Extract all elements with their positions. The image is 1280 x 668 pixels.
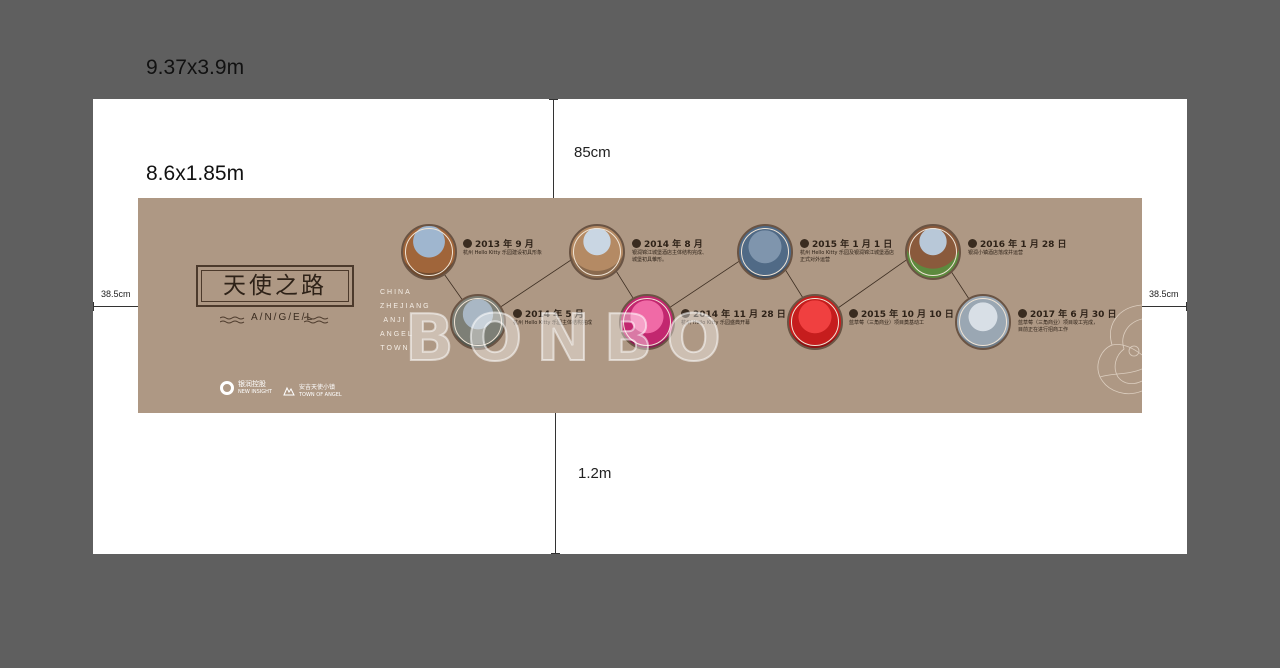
banner-size-label: 8.6x1.85m: [146, 162, 245, 185]
event-date: 2014 年 11 月 28 日: [681, 307, 786, 320]
event-photo-2014-05: [450, 294, 506, 350]
event-description: 杭州 Hello Kitty 乐园建设初具形象: [463, 250, 542, 256]
wave-ornament-left: [220, 316, 245, 324]
event-bullet-icon: [1018, 309, 1027, 318]
event-bullet-icon: [463, 239, 472, 248]
angel-town-logo-name: 安吉天使小镇: [299, 384, 336, 391]
photo-ring: [573, 228, 621, 276]
title-frame: 天使之路: [196, 265, 354, 307]
event-description: 杭州 Hello Kitty 乐园主体结构完成: [513, 320, 592, 326]
event-photo-2014-11-28: [619, 294, 675, 350]
event-bullet-icon: [800, 239, 809, 248]
bottom-dimension-line: [555, 413, 556, 554]
event-bullet-icon: [681, 309, 690, 318]
angel-town-logo-en: TOWN OF ANGEL: [299, 392, 342, 398]
photo-ring: [405, 228, 453, 276]
vertical-text-line: TOWN: [380, 345, 410, 352]
right-dimension-tick: [1186, 302, 1187, 311]
watermark: BONBO: [404, 301, 735, 377]
event-description: 蓝草莓（三角商业）项目竣工完成，: [1018, 320, 1099, 326]
event-date: 2014 年 5 月: [513, 307, 584, 320]
photo-ring: [454, 298, 502, 346]
event-bullet-icon: [849, 309, 858, 318]
event-description: 蓝草莓（三角商业）项目奠基动工: [849, 320, 925, 326]
photo-ring: [791, 298, 839, 346]
top-gap-label: 85cm: [574, 144, 611, 161]
event-photo-2015-10-10: [787, 294, 843, 350]
timeline-banner: 天使之路 A/N/G/E/L 银润控股 NEW INSIGHT 安吉天使小镇 T…: [138, 198, 1142, 413]
right-dimension-line: [1142, 306, 1187, 307]
event-photo-2016-01-28: [905, 224, 961, 280]
left-gap-label: 38.5cm: [101, 289, 131, 299]
event-date: 2017 年 6 月 30 日: [1018, 307, 1117, 320]
event-description: 杭州 Hello Kitty 乐园盛典开幕: [681, 320, 750, 326]
new-insight-logo: 银润控股 NEW INSIGHT: [220, 380, 272, 396]
bottom-gap-label: 1.2m: [578, 465, 612, 482]
photo-ring: [741, 228, 789, 276]
event-photo-2014-08: [569, 224, 625, 280]
event-description: 目前正在进行招商工作: [1018, 327, 1069, 333]
new-insight-logo-icon: [220, 381, 234, 395]
vertical-text-line: CHINA: [380, 289, 412, 296]
event-photo-2017-06-30: [955, 294, 1011, 350]
event-date: 2015 年 1 月 1 日: [800, 237, 892, 250]
angel-town-logo: 安吉天使小镇 TOWN OF ANGEL: [283, 384, 342, 398]
event-photo-2013-09: [401, 224, 457, 280]
flower-ornament-icon: [1097, 304, 1142, 394]
bottom-dimension-tick: [551, 553, 560, 554]
event-photo-2015-01-01: [737, 224, 793, 280]
banner-subtitle: A/N/G/E/L: [251, 312, 315, 323]
event-date: 2016 年 1 月 28 日: [968, 237, 1067, 250]
event-date: 2015 年 10 月 10 日: [849, 307, 954, 320]
photo-ring: [623, 298, 671, 346]
right-gap-label: 38.5cm: [1149, 289, 1179, 299]
top-dimension-line: [553, 99, 554, 198]
vertical-text-line: ANGEL: [380, 331, 414, 338]
photo-ring: [959, 298, 1007, 346]
event-description: 正式对外运营: [800, 257, 831, 263]
event-bullet-icon: [513, 309, 522, 318]
outer-size-label: 9.37x3.9m: [146, 56, 245, 79]
event-date: 2014 年 8 月: [632, 237, 703, 250]
event-bullet-icon: [632, 239, 641, 248]
new-insight-logo-name: 银润控股: [238, 380, 266, 388]
event-date: 2013 年 9 月: [463, 237, 534, 250]
event-description: 银润小镇酒店落成并运营: [968, 250, 1024, 256]
wave-ornament-right: [304, 316, 329, 324]
angel-town-logo-icon: [283, 386, 295, 396]
photo-ring: [909, 228, 957, 276]
top-dimension-tick: [549, 99, 558, 100]
event-bullet-icon: [968, 239, 977, 248]
event-description: 城堡初具雏形。: [632, 257, 668, 263]
left-dimension-tick: [93, 302, 94, 311]
vertical-place-text: CHINA ZHEJIANG ANJI ANGEL TOWN: [380, 286, 431, 356]
event-description: 银润锦江城堡酒店主体结构完成、: [632, 250, 708, 256]
vertical-text-line: ZHEJIANG: [380, 303, 431, 310]
new-insight-logo-en: NEW INSIGHT: [238, 389, 272, 395]
left-dimension-line: [93, 306, 138, 307]
vertical-text-line: ANJI: [383, 317, 407, 324]
event-description: 杭州 Hello Kitty 乐园及银润锦江城堡酒店: [800, 250, 894, 256]
